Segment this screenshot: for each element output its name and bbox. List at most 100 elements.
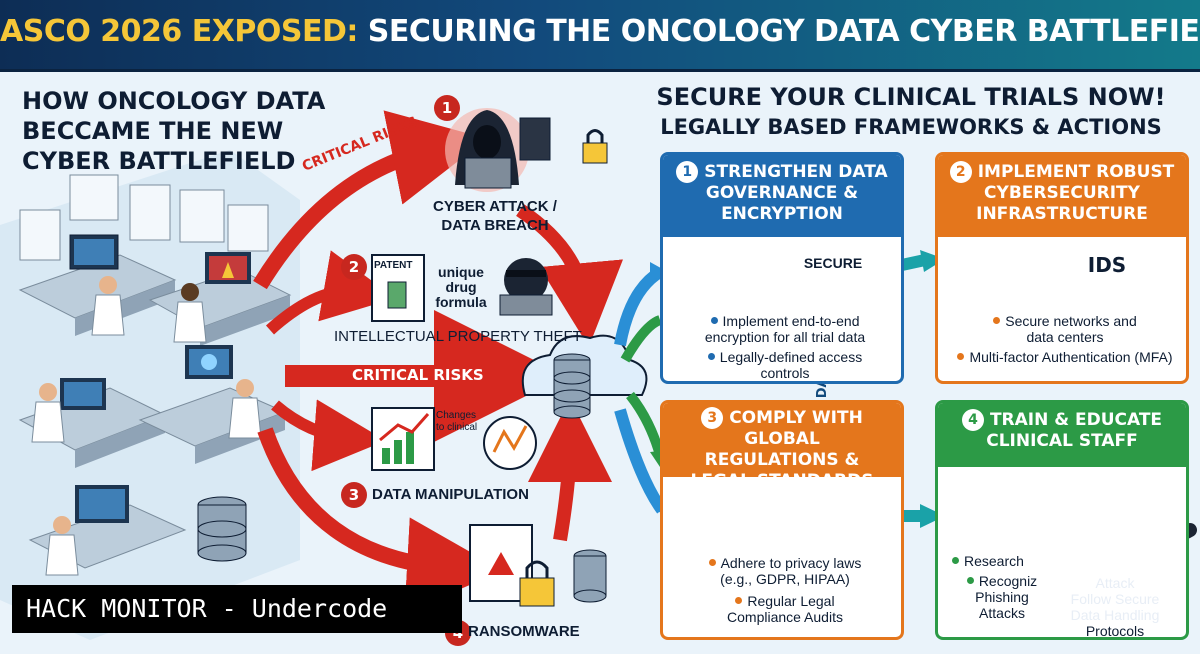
card-1-bullet-2-line-2: controls <box>760 365 810 381</box>
threat-2-number: 2 <box>341 254 367 280</box>
bullet-dot <box>710 317 718 324</box>
risk-arrow-breach-to-cloud <box>516 204 624 347</box>
flow-arrow-lower <box>614 408 667 514</box>
card-3-bullet-2-line-1: Regular Legal <box>747 593 835 609</box>
left-heading: HOW ONCOLOGY DATA BECCAME THE NEW CYBER … <box>22 86 325 176</box>
threat-1-label-line-1: CYBER ATTACK / <box>433 198 557 215</box>
card-3-bullet-2-line-2: Compliance Audits <box>727 609 843 625</box>
bullet-dot <box>708 559 716 566</box>
hacker-illustration <box>445 108 608 192</box>
ip-note-line-3: formula <box>435 294 487 310</box>
card-4-bullet-2: Recogniz Phishing Attacks <box>952 573 1052 621</box>
card-1-title-line-1: STRENGTHEN DATA <box>704 162 888 182</box>
banner-title-rest: SECURING THE ONCOLOGY DATA CYBER BATTLEF… <box>367 14 1200 49</box>
card-2-bullet-2-line-1: Multi-factor Authentication (MFA) <box>969 349 1173 365</box>
lab-desk-2 <box>148 252 292 346</box>
risk-arrow-to-manipulation <box>271 399 386 472</box>
secure-sign: SECURE <box>803 255 863 271</box>
card-2-bullet-1-line-2: data centers <box>1026 329 1104 345</box>
card-3-title-line-3: LEGAL STANDARDS <box>690 471 874 491</box>
card-4-obscured-line-4: Protocols <box>1085 623 1145 639</box>
bullet-dot <box>735 597 743 604</box>
risk-arrow-to-ransomware <box>257 427 503 614</box>
card-1-bullet-1-line-2: encryption for all trial data <box>704 329 866 345</box>
card-4-obscured-line-1: Attack <box>1095 575 1135 591</box>
lab-scientists <box>31 276 262 576</box>
ip-note-line-1: unique <box>438 264 484 280</box>
title-banner: ASCO 2026 EXPOSED: SECURING THE ONCOLOGY… <box>0 0 1200 72</box>
card-3-bullet-1-line-1: Adhere to privacy laws <box>720 555 862 571</box>
right-heading-title: SECURE YOUR CLINICAL TRIALS NOW! <box>656 83 1166 111</box>
cloud-database-icon <box>521 334 648 419</box>
card-4-bullet-2-line-3: Attacks <box>979 605 1025 621</box>
ip-note: unique drug formula <box>432 265 490 310</box>
bullet-dot <box>957 353 965 360</box>
card-3-title-line-2: REGULATIONS & <box>704 450 860 470</box>
critical-risk-arrows <box>253 110 624 614</box>
right-heading-subtitle: LEGALLY BASED FRAMEWORKS & ACTIONS <box>660 115 1162 139</box>
banner-title-highlight: ASCO 2026 EXPOSED: <box>0 14 358 49</box>
card-1-bullet-2-line-1: Legally-defined access <box>719 349 863 365</box>
card-2-number: 2 <box>949 161 972 183</box>
risk-arrow-to-ip <box>265 250 396 335</box>
card-4-number: 4 <box>961 409 984 431</box>
card-3-bullet-1-line-2: (e.g., GDPR, HIPAA) <box>720 571 850 587</box>
threat-3-label: DATA MANIPULATION <box>372 486 529 503</box>
card-4-title-line-2: CLINICAL STAFF <box>986 431 1138 451</box>
card-1-number: 1 <box>676 161 699 183</box>
card-1-bullet-1-line-1: Implement end-to-end <box>722 313 860 329</box>
card-1-title-line-3: ENCRYPTION <box>721 204 843 224</box>
manipulation-note-line-1: Changes <box>436 410 477 421</box>
card-2-bullet-1: Secure networks and data centers <box>942 313 1186 345</box>
lab-wall-screens <box>19 174 269 261</box>
ransomware-illustration <box>469 524 607 607</box>
bullet-dot <box>966 577 974 584</box>
threat-2-label: INTELLECTUAL PROPERTY THEFT <box>334 328 582 345</box>
threat-3-number: 3 <box>341 482 367 508</box>
card-4-bullet-1: Research <box>952 553 1072 569</box>
card-2-bullet-1-line-1: Secure networks and <box>1005 313 1137 329</box>
card-4-obscured-line-2: Follow Secure <box>1070 591 1160 607</box>
manipulation-note-line-2: to clinical <box>436 422 478 433</box>
card-4-bullet-2-line-1: Recogniz <box>978 573 1038 589</box>
flow-arrow-to-card-3 <box>626 391 665 457</box>
card-3-bullet-2: Regular Legal Compliance Audits <box>667 593 901 625</box>
bullet-dot <box>952 557 959 564</box>
card-1-title-line-2: GOVERNANCE & <box>705 183 859 203</box>
card-1-bullet-1: Implement end-to-end encryption for all … <box>667 313 901 345</box>
threat-4-label: RANSOMWARE <box>468 623 580 640</box>
banner-title: ASCO 2026 EXPOSED: SECURING THE ONCOLOGY… <box>0 14 1200 49</box>
card-1-bullet-2: Legally-defined access controls <box>667 349 901 381</box>
threat-1-label-line-2: DATA BREACH <box>441 217 549 234</box>
ip-theft-illustration <box>371 254 553 322</box>
threat-1-number: 1 <box>434 95 460 121</box>
right-heading: SECURE YOUR CLINICAL TRIALS NOW! LEGALLY… <box>622 82 1200 142</box>
ids-sign: IDS <box>1087 253 1127 277</box>
lab-database <box>197 496 247 562</box>
card-3-title-line-1: COMPLY WITH GLOBAL <box>729 408 863 449</box>
card-3-bullet-1: Adhere to privacy laws (e.g., GDPR, HIPA… <box>667 555 901 587</box>
data-manipulation-illustration <box>371 407 537 471</box>
patent-label: PATENT <box>374 260 413 271</box>
card-4-bullet-1-line-1: Research <box>964 553 1024 569</box>
lab-illustration <box>0 150 300 640</box>
card-4-obscured-text: Attack Follow Secure Data Handling Proto… <box>1050 575 1180 639</box>
flow-arrow-up <box>620 315 663 363</box>
card-2-title-line-1: IMPLEMENT ROBUST <box>977 162 1175 182</box>
card-2-bullet-2: Multi-factor Authentication (MFA) <box>942 349 1186 365</box>
card-4-title-line-1: TRAIN & EDUCATE <box>989 410 1163 430</box>
left-heading-line-3: CYBER BATTLEFIELD <box>22 147 296 175</box>
card-4-obscured-line-3: Data Handling <box>1070 607 1160 623</box>
risk-arrow-to-breach <box>253 110 488 290</box>
card-2-title-line-2: CYBERSECURITY <box>984 183 1140 203</box>
manipulation-note: Changes to clinical <box>436 410 496 434</box>
ip-note-line-2: drug <box>445 279 477 295</box>
